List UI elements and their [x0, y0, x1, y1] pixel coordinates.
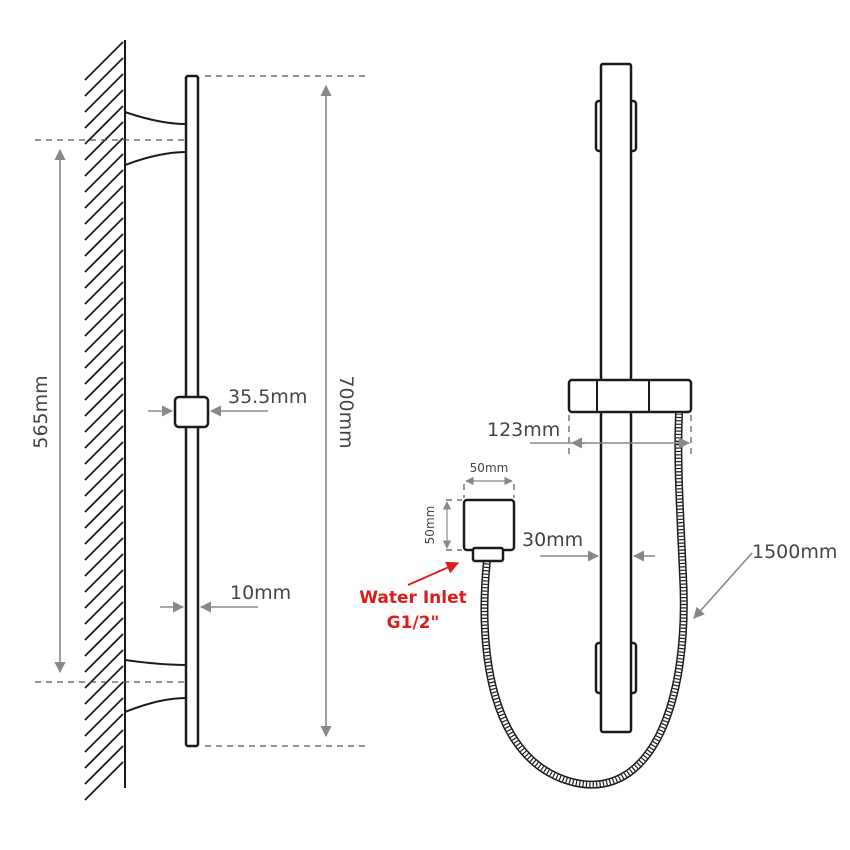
hatch-line — [84, 201, 124, 241]
dimension-123-label: 123mm — [487, 419, 560, 441]
hatch-line — [84, 473, 124, 513]
water-inlet-arrow — [407, 561, 460, 586]
upper-bracket-top — [124, 111, 187, 125]
hatch-line — [84, 681, 124, 721]
hatch-line — [84, 537, 124, 577]
dimension-1500-leader — [693, 552, 753, 619]
hatch-line — [84, 585, 124, 625]
hatch-line — [84, 169, 124, 209]
hatch-line — [84, 265, 124, 305]
hatch-line — [84, 313, 124, 353]
hatch-line — [84, 233, 124, 273]
hatch-line — [84, 553, 124, 593]
hatch-line — [84, 329, 124, 369]
hatch-line — [84, 345, 124, 385]
upper-bracket-bottom — [124, 151, 187, 166]
hatch-line — [84, 409, 124, 449]
dimension-700-label: 700mm — [335, 375, 357, 448]
water-inlet-thread: G1/2" — [387, 613, 440, 633]
hatch-line — [84, 217, 124, 257]
lower-bracket-bottom — [124, 697, 187, 713]
hatch-line — [84, 761, 124, 801]
hatch-line — [84, 377, 124, 417]
hatch-line — [84, 521, 124, 561]
hatch-line — [84, 425, 124, 465]
hatch-line — [84, 441, 124, 481]
hatch-line — [84, 665, 124, 705]
front-view: 123mm 50mm 50mm 30mm 1500mm Water Inlet … — [359, 62, 837, 789]
hatch-line — [84, 393, 124, 433]
dimension-1500-label: 1500mm — [752, 541, 837, 563]
dimension-30-label: 30mm — [522, 529, 583, 551]
hatch-line — [84, 569, 124, 609]
hatch-line — [84, 601, 124, 641]
dimension-565-label: 565mm — [30, 375, 52, 448]
wall-hatching — [84, 41, 124, 801]
hatch-line — [84, 73, 124, 113]
hatch-line — [84, 105, 124, 145]
hatch-line — [84, 121, 124, 161]
hatch-line — [84, 713, 124, 753]
hatch-line — [84, 249, 124, 289]
hatch-line — [84, 57, 124, 97]
hatch-line — [84, 89, 124, 129]
hatch-line — [84, 617, 124, 657]
side-view: 565mm 700mm 35.5mm 10mm — [30, 40, 370, 801]
wall-outlet — [462, 498, 516, 552]
hatch-line — [84, 697, 124, 737]
hatch-line — [84, 153, 124, 193]
dimension-35-label: 35.5mm — [228, 386, 307, 408]
hatch-line — [84, 457, 124, 497]
hatch-line — [84, 297, 124, 337]
hatch-line — [84, 745, 124, 785]
dimension-50-width-label: 50mm — [470, 461, 509, 475]
side-slider — [173, 395, 210, 429]
hatch-line — [84, 489, 124, 529]
lower-bracket-top — [124, 659, 187, 666]
front-slider-holder — [567, 378, 693, 414]
hatch-line — [84, 633, 124, 673]
hatch-line — [84, 137, 124, 177]
hatch-line — [84, 185, 124, 225]
hatch-line — [84, 41, 124, 81]
outlet-connector — [471, 546, 505, 563]
shower-hose — [480, 410, 688, 789]
hatch-line — [84, 505, 124, 545]
hatch-line — [84, 281, 124, 321]
water-inlet-label: Water Inlet — [359, 588, 467, 608]
dimension-10-label: 10mm — [230, 582, 291, 604]
hatch-line — [84, 729, 124, 769]
dimension-50-height-label: 50mm — [423, 506, 437, 545]
hatch-line — [84, 361, 124, 401]
